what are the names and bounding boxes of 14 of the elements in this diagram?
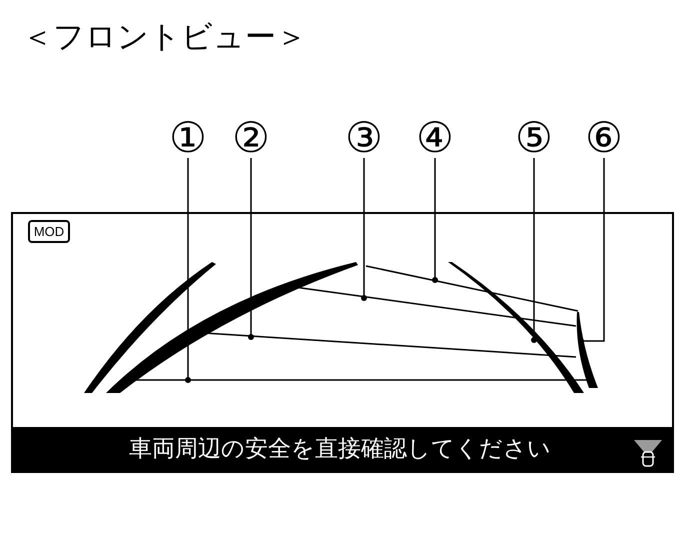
leader-line	[185, 158, 191, 383]
title: ＜フロントビュー＞	[22, 18, 307, 57]
callout-number: ①	[166, 116, 210, 160]
callout-number: ②	[229, 116, 273, 160]
leader-line	[361, 158, 367, 301]
callout-number: ③	[342, 116, 386, 160]
callout-number: ⑤	[512, 116, 556, 160]
callout-number: ④	[413, 116, 457, 160]
callout-number: ⑥	[582, 116, 626, 160]
mode-badge: MOD	[28, 220, 70, 243]
leader-line	[248, 158, 254, 340]
leader-line	[531, 158, 537, 343]
warning-message: 車両周辺の安全を直接確認してください	[90, 430, 590, 468]
leader-line	[432, 158, 438, 283]
